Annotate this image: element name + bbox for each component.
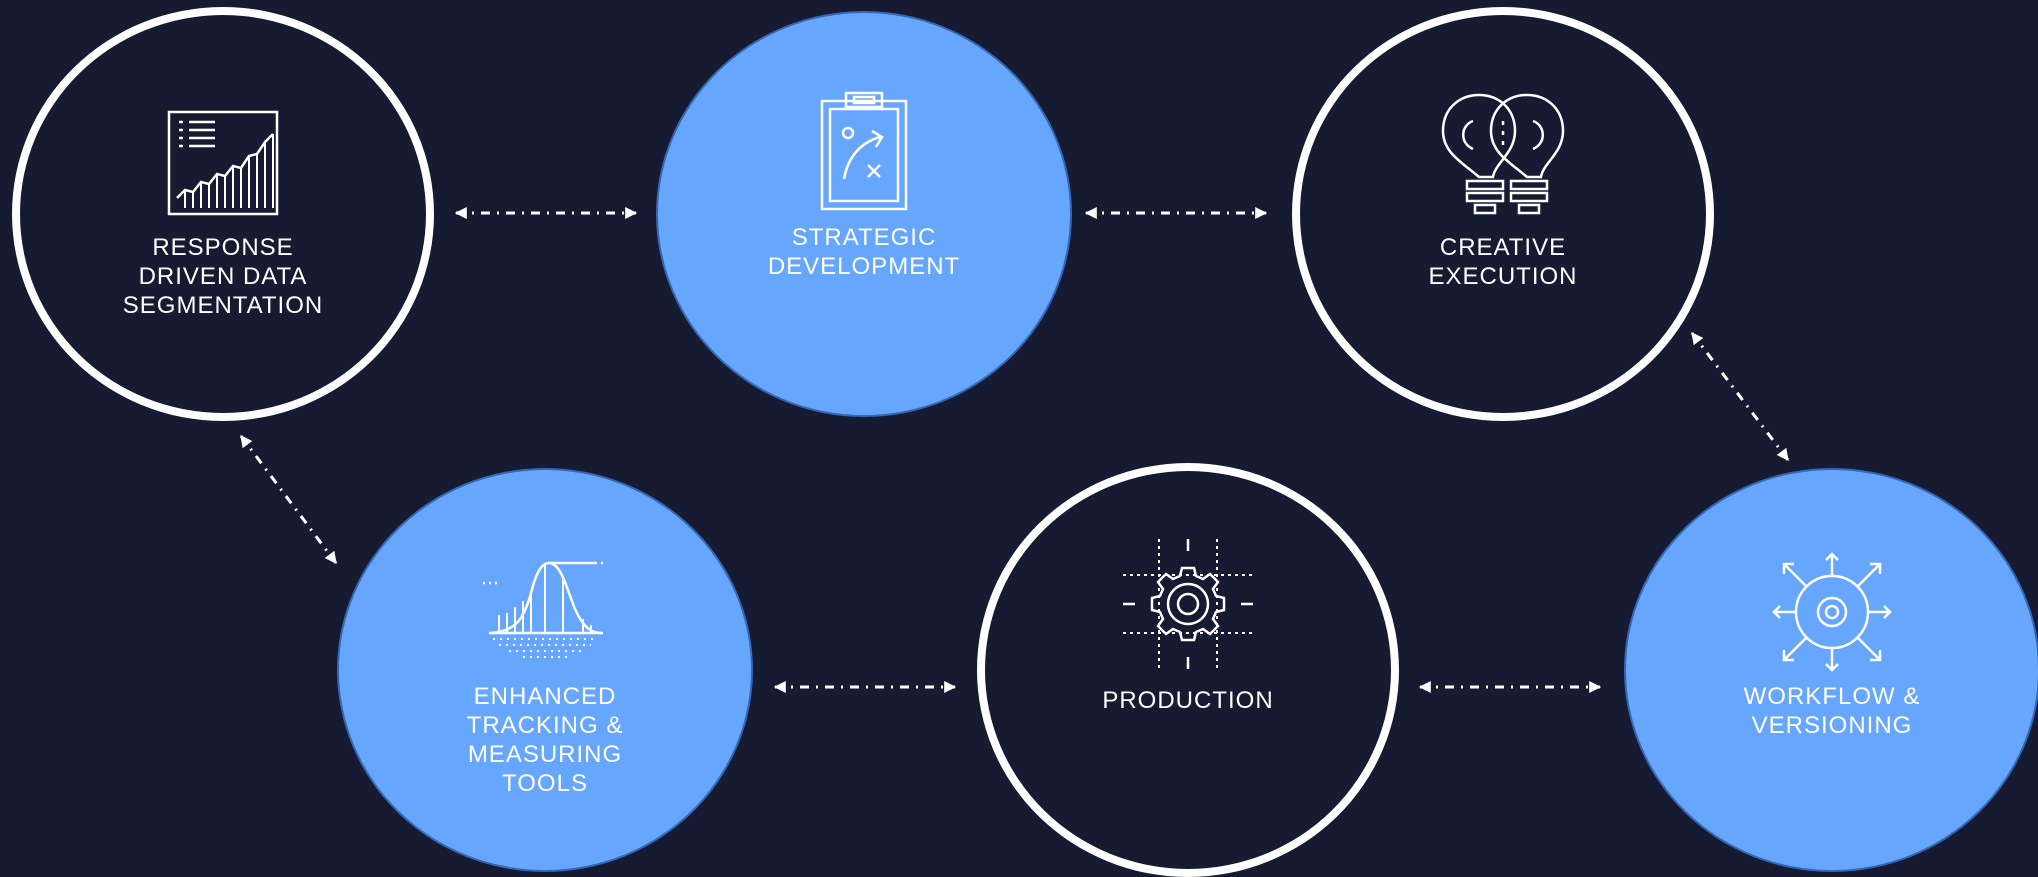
node-creative: CREATIVE EXECUTION bbox=[1292, 7, 1714, 421]
node-tracking-label: ENHANCED TRACKING & MEASURING TOOLS bbox=[466, 683, 624, 797]
growth-chart-icon bbox=[165, 110, 281, 225]
node-workflow-label: WORKFLOW & VERSIONING bbox=[1743, 683, 1921, 739]
connector-creative-workflow bbox=[1690, 332, 1790, 461]
node-strategic-label: STRATEGIC DEVELOPMENT bbox=[767, 224, 961, 280]
node-tracking: ENHANCED TRACKING & MEASURING TOOLS bbox=[337, 468, 753, 872]
connector-segmentation-tracking bbox=[239, 435, 338, 564]
lightbulbs-icon bbox=[1439, 91, 1567, 224]
node-production: PRODUCTION bbox=[977, 463, 1399, 877]
node-production-label: PRODUCTION bbox=[1102, 687, 1274, 714]
node-strategic: STRATEGIC DEVELOPMENT bbox=[656, 11, 1072, 417]
node-workflow: WORKFLOW & VERSIONING bbox=[1624, 468, 2038, 872]
bell-curve-icon bbox=[483, 553, 607, 668]
node-segmentation-label: RESPONSE DRIVEN DATA SEGMENTATION bbox=[122, 234, 324, 319]
clipboard-strategy-icon bbox=[818, 91, 910, 218]
workflow-hub-icon bbox=[1770, 550, 1894, 679]
node-creative-label: CREATIVE EXECUTION bbox=[1428, 234, 1578, 290]
node-segmentation: RESPONSE DRIVEN DATA SEGMENTATION bbox=[12, 7, 434, 421]
gear-icon bbox=[1123, 539, 1253, 674]
